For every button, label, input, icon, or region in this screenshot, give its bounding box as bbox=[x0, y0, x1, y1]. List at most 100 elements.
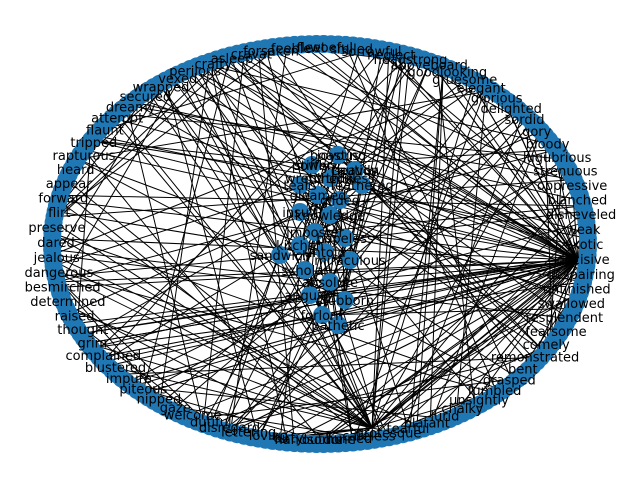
node-label: despairing bbox=[547, 268, 615, 283]
graph-edge bbox=[165, 80, 579, 261]
graph-edge bbox=[337, 53, 404, 326]
node-label: gory bbox=[522, 125, 552, 140]
graph-edge bbox=[329, 259, 588, 283]
node-label: remonstrated bbox=[491, 351, 579, 366]
node-label: flaunt bbox=[86, 123, 124, 138]
graph-edge bbox=[216, 352, 546, 429]
graph-edge bbox=[349, 61, 431, 261]
node-label: lugubrious bbox=[523, 151, 592, 166]
graph-edge bbox=[299, 211, 351, 261]
node-label: hopeless bbox=[316, 232, 374, 247]
graph-edge bbox=[126, 105, 574, 181]
graph-nodes bbox=[43, 35, 597, 453]
graph-edge bbox=[94, 55, 411, 353]
node-label: headstrong bbox=[374, 53, 448, 68]
graph-edge bbox=[76, 140, 92, 329]
node-label: aboveboard bbox=[390, 59, 467, 74]
node-label: hurried bbox=[325, 432, 372, 447]
graph-edge bbox=[286, 45, 579, 261]
graph-edge bbox=[265, 47, 577, 186]
node-label: heavily bbox=[332, 164, 379, 179]
node-label: swallowed bbox=[538, 297, 605, 312]
graph-edge bbox=[329, 281, 354, 443]
graph-edge bbox=[87, 342, 373, 429]
graph-edge bbox=[98, 47, 375, 132]
node-label: stubborn bbox=[316, 294, 374, 309]
graph-edge bbox=[339, 199, 346, 301]
graph-edge bbox=[65, 179, 373, 429]
node-label: grotesque bbox=[356, 426, 422, 441]
node-label: dreamy bbox=[106, 100, 156, 115]
graph-edge bbox=[314, 205, 584, 233]
node-label: joyous bbox=[316, 149, 359, 164]
graph-edge bbox=[329, 177, 411, 433]
graph-edge bbox=[354, 169, 588, 234]
graph-edge bbox=[55, 276, 211, 427]
node-label: knowledge bbox=[295, 209, 365, 224]
graph-edge bbox=[352, 86, 487, 443]
graph-edge bbox=[54, 45, 281, 218]
graph-edge bbox=[314, 231, 354, 443]
node-label: disheveled bbox=[546, 208, 616, 223]
node-label: sorrowful bbox=[342, 45, 402, 60]
graph-edge bbox=[94, 135, 589, 239]
node-label: unsightly bbox=[449, 394, 509, 409]
graph-edge bbox=[52, 249, 331, 283]
graph-edge bbox=[53, 177, 331, 267]
node-label: handsome bbox=[274, 433, 342, 448]
node-label: blustered bbox=[85, 361, 146, 376]
graph-edge bbox=[371, 249, 589, 429]
graph-edge bbox=[311, 164, 346, 239]
graph-edge bbox=[83, 149, 325, 445]
node-label: gilded bbox=[320, 194, 360, 209]
graph-node bbox=[329, 316, 347, 334]
node-label: tearful bbox=[386, 422, 429, 437]
graph-node bbox=[291, 203, 309, 221]
graph-edge bbox=[517, 109, 579, 261]
graph-node bbox=[336, 291, 354, 309]
node-label: forsaken bbox=[243, 44, 299, 59]
graph-edge bbox=[429, 61, 579, 261]
node-label: vexed bbox=[158, 72, 197, 87]
graph-node bbox=[321, 169, 339, 187]
graph-node bbox=[341, 251, 359, 269]
node-label: grim bbox=[77, 336, 107, 351]
node-label: piteous bbox=[119, 383, 167, 398]
node-label: disregard bbox=[199, 421, 260, 436]
node-label: feathered bbox=[330, 179, 393, 194]
node-label: forward bbox=[38, 191, 88, 206]
node-label: unfinished bbox=[543, 283, 611, 298]
node-label: gruesome bbox=[432, 73, 497, 88]
node-label: flirt bbox=[48, 206, 70, 221]
graph-edge bbox=[236, 53, 579, 261]
graph-edge bbox=[329, 214, 560, 335]
node-label: grasped bbox=[483, 374, 536, 389]
graph-edge bbox=[111, 117, 373, 429]
node-label: gleamed bbox=[290, 189, 347, 204]
graph-edge bbox=[52, 232, 373, 429]
node-label: fumbled bbox=[468, 384, 522, 399]
graph-edge bbox=[171, 77, 301, 246]
graph-edge bbox=[142, 55, 231, 394]
graph-edge bbox=[309, 194, 319, 296]
node-label: oppressive bbox=[537, 179, 607, 194]
node-label: elegant bbox=[457, 82, 506, 97]
graph-edge bbox=[436, 63, 476, 408]
node-label: fearsome bbox=[525, 325, 586, 340]
graph-edge bbox=[54, 270, 498, 395]
graph-edge bbox=[354, 169, 533, 367]
graph-node bbox=[291, 176, 309, 194]
graph-edge bbox=[202, 63, 351, 261]
graph-edge bbox=[371, 55, 411, 429]
node-label: miraculous bbox=[314, 254, 386, 269]
node-label: lurid bbox=[430, 410, 459, 425]
graph-node bbox=[291, 236, 309, 254]
node-label: exotic bbox=[565, 238, 604, 253]
node-label: perilous bbox=[169, 64, 221, 79]
graph-node bbox=[353, 176, 371, 194]
node-label: dutiful bbox=[190, 415, 232, 430]
node-label: wretchedness bbox=[285, 172, 375, 187]
graph-edge bbox=[272, 259, 579, 442]
node-label: mirthful bbox=[304, 172, 355, 187]
